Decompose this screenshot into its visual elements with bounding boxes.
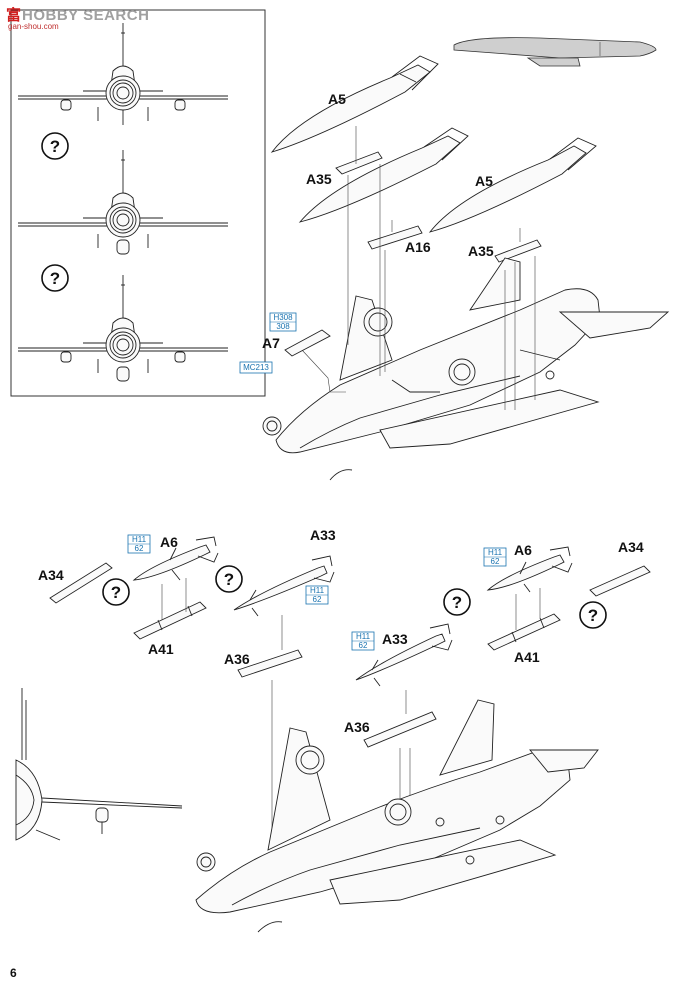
svg-text:?: ? [452,593,462,612]
part-a36-right [363,711,437,748]
label-a7: A7 [262,335,280,351]
rear-view-jet-partial [15,688,183,841]
svg-text:H11: H11 [310,586,325,595]
svg-text:308: 308 [276,322,290,331]
question-mark-2: ? [41,264,69,292]
page-number: 6 [10,966,17,980]
missile-a33-right [355,623,453,687]
label-a35-right: A35 [468,243,494,259]
lower-jet-illustration [195,699,599,933]
label-a34-left: A34 [38,567,64,583]
svg-text:?: ? [50,137,60,156]
label-a16: A16 [405,239,431,255]
upper-placement-lines [301,126,536,410]
label-a35-left: A35 [306,171,332,187]
part-a7 [284,329,331,357]
part-a41-right [487,613,561,651]
svg-text:?: ? [588,606,598,625]
part-a34-left [49,562,113,604]
upper-jet-illustration [262,257,670,481]
part-a41-left [133,601,207,640]
missile-a6-right [486,546,573,593]
svg-text:?: ? [50,269,60,288]
svg-text:MC213: MC213 [243,363,269,372]
label-a6-left: A6 [160,534,178,550]
paint-callout-h11-a6-left: H11 62 [127,534,151,554]
paint-callout-h308: H308 308 [269,312,297,332]
missile-a16 [298,127,469,250]
paint-callout-h11-a33-left: H11 62 [305,585,329,605]
missile-a5-left [270,55,439,153]
label-a6-right: A6 [514,542,532,558]
label-a5-left: A5 [328,91,346,107]
front-view-jet-1 [18,23,228,125]
question-mark-6: ? [579,601,607,629]
reference-panel [10,9,266,397]
front-view-jet-3 [18,275,228,382]
label-a34-right: A34 [618,539,644,555]
label-a33-right: A33 [382,631,408,647]
svg-text:62: 62 [359,641,368,650]
lower-left-placement-lines [161,578,283,842]
question-mark-1: ? [41,132,69,160]
part-a34-right [589,565,651,597]
label-a33-left: A33 [310,527,336,543]
label-a41-left: A41 [148,641,174,657]
drop-tank-illustration [453,37,657,67]
missile-a6-left [132,536,219,581]
missile-a5-right [428,137,597,263]
missile-a33-left [233,555,335,617]
paint-callout-mc213: MC213 [239,361,273,374]
svg-text:?: ? [111,583,121,602]
label-a41-right: A41 [514,649,540,665]
label-a36-left: A36 [224,651,250,667]
svg-text:?: ? [224,570,234,589]
label-a36-right: A36 [344,719,370,735]
svg-text:H11: H11 [356,632,371,641]
label-a5-right: A5 [475,173,493,189]
svg-text:62: 62 [313,595,322,604]
front-view-jet-2 [18,150,228,255]
svg-text:H11: H11 [132,535,147,544]
svg-text:H11: H11 [488,548,503,557]
question-mark-5: ? [443,588,471,616]
question-mark-3: ? [102,578,130,606]
part-a36-left [237,649,303,678]
svg-text:62: 62 [491,557,500,566]
paint-callout-h11-a33-right: H11 62 [351,631,375,651]
watermark-logo: 富HOBBY SEARCH gan-shou.com [6,7,150,31]
svg-text:62: 62 [135,544,144,553]
question-mark-4: ? [215,565,243,593]
paint-callout-h11-a6-right: H11 62 [483,547,507,567]
svg-text:H308: H308 [273,313,293,322]
part-a35-left [335,151,383,175]
